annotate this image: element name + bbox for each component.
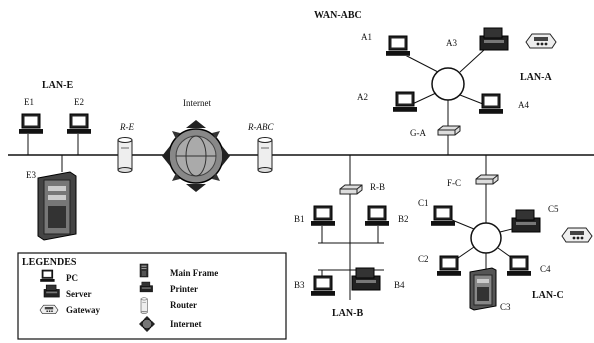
lan-c-label: LAN-C (532, 290, 564, 301)
router-r-abc-label: R-ABC (247, 122, 274, 132)
pc-e2 (67, 114, 91, 134)
node-e2-label: E2 (74, 97, 84, 107)
gateway-f-c-label: F-C (447, 178, 461, 188)
phone-a3 (526, 34, 556, 48)
node-e3-label: E3 (26, 170, 36, 180)
pc-a2 (393, 92, 417, 112)
node-a4-label: A4 (518, 100, 529, 110)
legend-router-icon (141, 298, 147, 314)
legend-pc-icon (40, 270, 54, 282)
internet-label: Internet (183, 98, 211, 108)
legend-gateway-label: Gateway (66, 305, 100, 315)
node-b2-label: B2 (398, 214, 409, 224)
node-e1-label: E1 (24, 97, 34, 107)
router-r-e (118, 138, 132, 173)
node-c2-label: C2 (418, 254, 429, 264)
hub-lan-a (432, 68, 464, 100)
router-r-e-label: R-E (119, 122, 134, 132)
internet-globe (162, 120, 230, 192)
phone-c5 (562, 228, 592, 242)
legend-gateway-icon (40, 305, 58, 313)
gateway-g-a-label: G-A (410, 128, 426, 138)
legend-mainframe-label: Main Frame (170, 268, 218, 278)
server-c3 (470, 268, 496, 310)
legend-pc-label: PC (66, 273, 78, 283)
node-a1-label: A1 (361, 32, 372, 42)
gateway-g-a (438, 126, 460, 135)
node-c4-label: C4 (540, 264, 551, 274)
node-a2-label: A2 (357, 92, 368, 102)
pc-b1 (311, 206, 335, 226)
pc-a4 (479, 94, 503, 114)
lan-a-label: LAN-A (520, 72, 552, 83)
printer-a3 (480, 28, 508, 50)
router-r-b-label: R-B (370, 182, 385, 192)
pc-e1 (19, 114, 43, 134)
node-c5-label: C5 (548, 204, 559, 214)
pc-b3 (311, 276, 335, 296)
node-c3-label: C3 (500, 302, 511, 312)
lan-b-label: LAN-B (332, 308, 363, 319)
node-a3-label: A3 (446, 38, 457, 48)
mainframe-e3 (38, 172, 76, 240)
router-r-abc (258, 138, 272, 173)
gateway-f-c (476, 175, 498, 184)
legend-box: LEGENDES PC Server Gateway Main Frame Pr… (18, 253, 286, 339)
printer-b4 (352, 268, 380, 290)
node-b3-label: B3 (294, 280, 305, 290)
hub-lan-c (471, 223, 501, 253)
pc-c4 (507, 256, 531, 276)
legend-mainframe-icon (140, 264, 148, 277)
pc-a1 (386, 36, 410, 56)
legend-router-label: Router (170, 300, 197, 310)
pc-b2 (365, 206, 389, 226)
node-b4-label: B4 (394, 280, 405, 290)
lan-e-label: LAN-E (42, 80, 73, 91)
wan-abc-label: WAN-ABC (314, 10, 362, 21)
legend-printer-label: Printer (170, 284, 198, 294)
router-r-b (340, 185, 362, 194)
printer-c5 (512, 210, 540, 232)
pc-c1 (431, 206, 455, 226)
legend-internet-label: Internet (170, 319, 202, 329)
legend-server-label: Server (66, 289, 91, 299)
node-b1-label: B1 (294, 214, 305, 224)
pc-c2 (437, 256, 461, 276)
node-c1-label: C1 (418, 198, 429, 208)
legend-title: LEGENDES (22, 257, 77, 268)
